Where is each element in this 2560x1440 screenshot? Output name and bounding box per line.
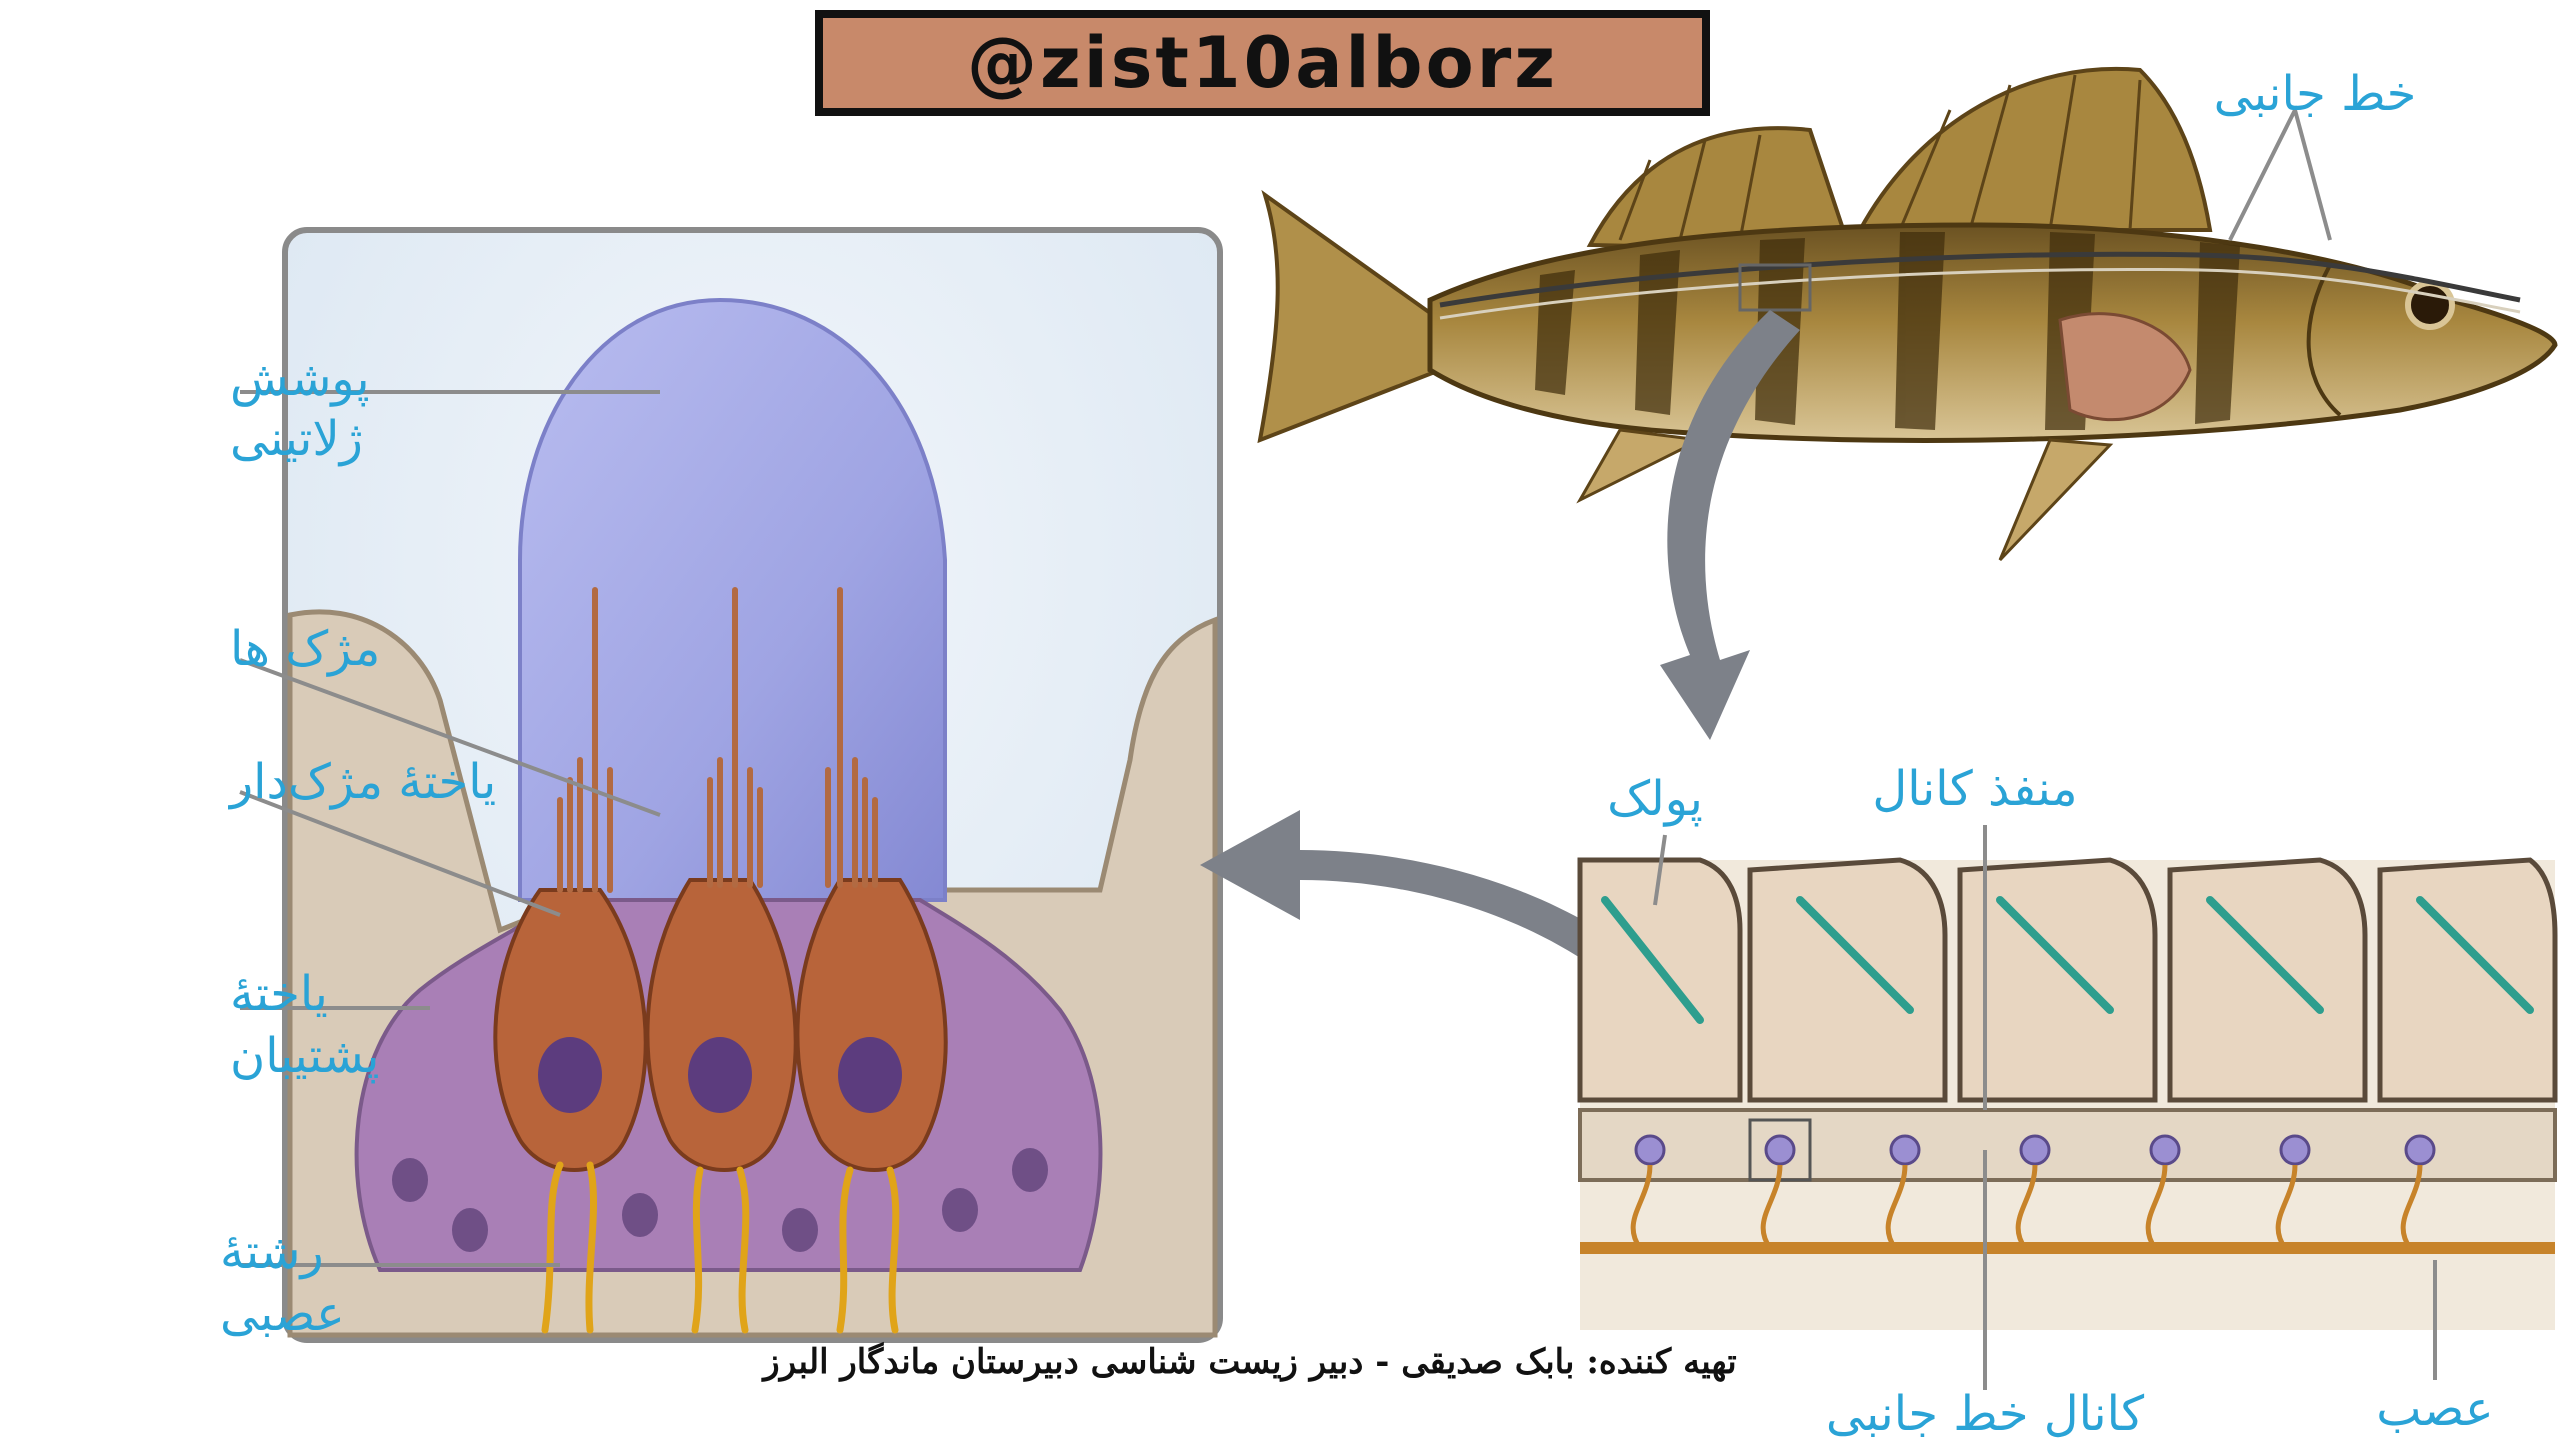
brand-badge: @zist10alborz bbox=[815, 10, 1710, 116]
dorsal-fin-rear bbox=[1860, 69, 2210, 230]
label-supporting-cell-1: یاختهٔ bbox=[230, 966, 328, 1022]
brand-handle: @zist10alborz bbox=[967, 22, 1558, 104]
tail-fin bbox=[1260, 195, 1440, 440]
label-scale: پولک bbox=[1607, 771, 1703, 827]
label-supporting-cell-2: پشتیبان bbox=[230, 1028, 380, 1084]
fish-eye bbox=[2408, 283, 2452, 327]
label-cilia: مژک ها bbox=[230, 621, 380, 677]
label-ciliated-cell: یاختهٔ مژک‌دار bbox=[228, 754, 496, 810]
credit-line: تهیه کننده: بابک صدیقی - دبیر زیست شناسی… bbox=[700, 1342, 1800, 1382]
fish-illustration bbox=[1260, 69, 2555, 560]
label-canal-opening: منفذ کانال bbox=[1872, 761, 2077, 817]
label-gelatinous-cover-1: پوشش bbox=[230, 351, 370, 407]
hair-cells bbox=[495, 880, 945, 1170]
pelvic-fin bbox=[2000, 440, 2110, 560]
scales bbox=[1580, 860, 2555, 1100]
hair-cell bbox=[797, 880, 945, 1170]
label-lateral-line: خط جانبی bbox=[2214, 66, 2417, 122]
hair-cell bbox=[495, 890, 645, 1170]
label-lateral-line-canal: کانال خط جانبی bbox=[1826, 1386, 2144, 1440]
label-nerve: عصب bbox=[2376, 1381, 2493, 1437]
label-gelatinous-cover-2: ژلاتینی bbox=[230, 411, 363, 467]
label-nerve-fiber-2: عصبی bbox=[220, 1286, 345, 1342]
hair-cell bbox=[647, 880, 795, 1170]
skin-section bbox=[1580, 825, 2555, 1390]
label-nerve-fiber-1: رشتهٔ bbox=[220, 1224, 324, 1280]
